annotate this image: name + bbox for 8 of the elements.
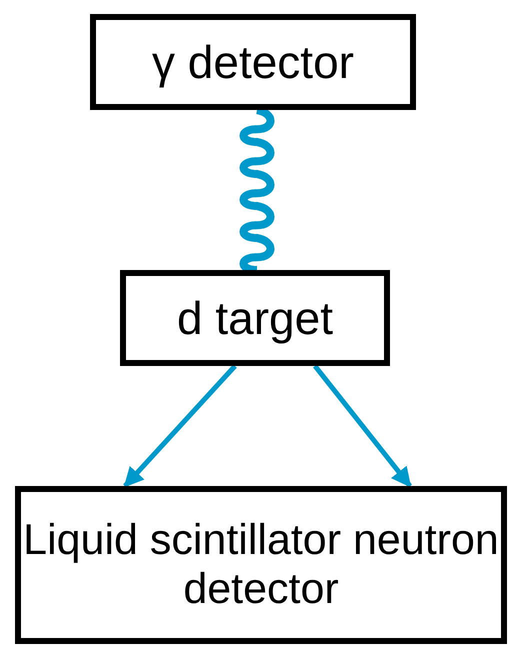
box-label: d target	[177, 292, 333, 344]
arrow	[313, 364, 412, 488]
box-label: Liquid scintillator neutron detector	[22, 516, 500, 614]
label-box	[15, 486, 507, 644]
label-box	[90, 14, 416, 110]
arrow	[123, 364, 237, 488]
box-label: γ detector	[152, 36, 354, 88]
label-box	[120, 270, 390, 366]
